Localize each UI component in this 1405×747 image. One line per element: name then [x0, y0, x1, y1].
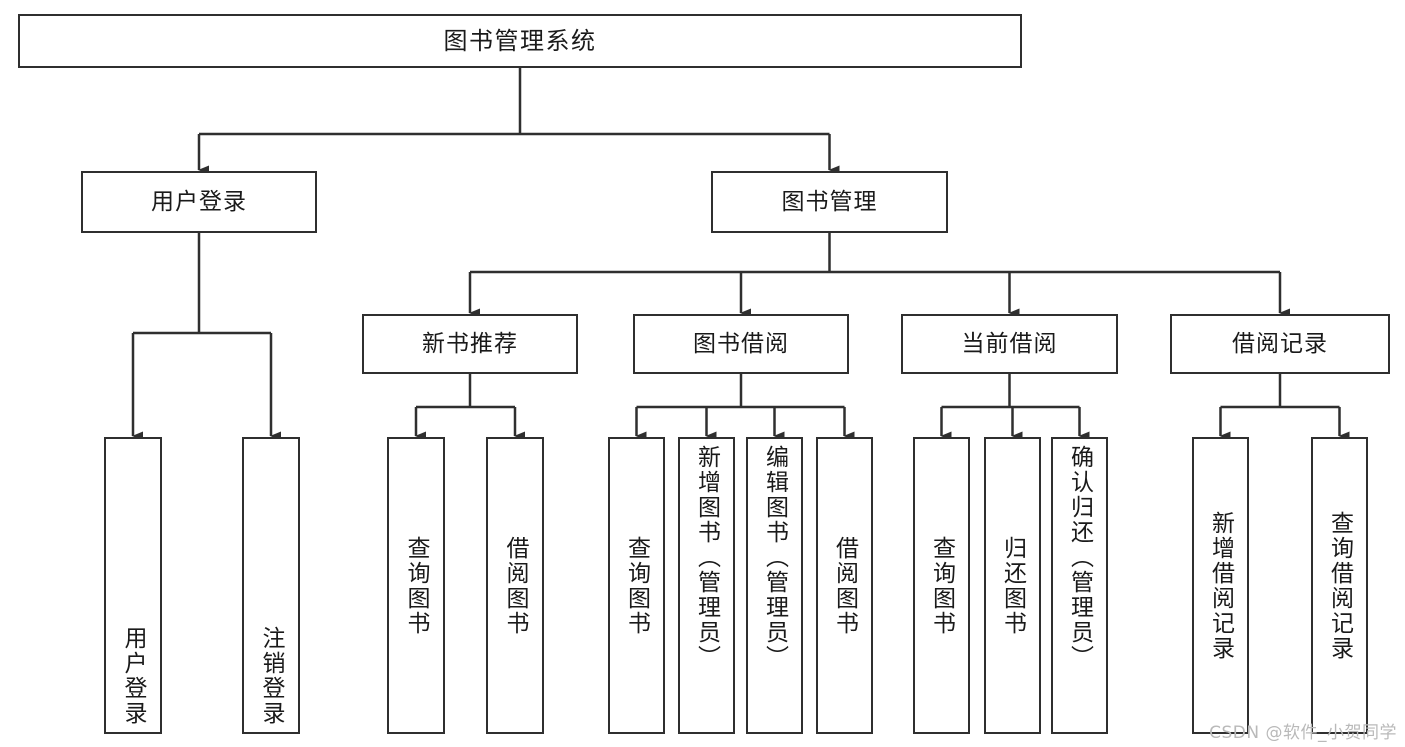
leaf-borrow-add-book-admin[interactable]: 新增图书（管理员）	[678, 437, 735, 734]
node-borrow-record[interactable]: 借阅记录	[1170, 314, 1390, 374]
leaf-borrow-borrow-book[interactable]: 借阅图书	[816, 437, 873, 734]
leaf-user-login[interactable]: 用户登录	[104, 437, 162, 734]
node-label: 编辑图书（管理员）	[761, 445, 788, 670]
leaf-record-add-borrow-record[interactable]: 新增借阅记录	[1192, 437, 1249, 734]
node-label: 注销登录	[258, 626, 285, 726]
node-label: 借阅图书	[502, 535, 529, 636]
node-label: 归还图书	[999, 535, 1026, 636]
node-label: 借阅记录	[1232, 330, 1328, 357]
leaf-newbook-query-book[interactable]: 查询图书	[387, 437, 445, 734]
leaf-user-logout[interactable]: 注销登录	[242, 437, 300, 734]
node-label: 查询图书	[623, 535, 650, 636]
node-label: 查询借阅记录	[1326, 510, 1353, 661]
node-label: 当前借阅	[961, 330, 1058, 357]
node-label: 图书管理	[781, 188, 878, 215]
node-label: 新增图书（管理员）	[693, 445, 720, 670]
node-book-management[interactable]: 图书管理	[711, 171, 948, 233]
leaf-record-query-borrow-record[interactable]: 查询借阅记录	[1311, 437, 1368, 734]
leaf-current-confirm-return-admin[interactable]: 确认归还（管理员）	[1051, 437, 1108, 734]
leaf-current-query-book[interactable]: 查询图书	[913, 437, 970, 734]
node-user-login[interactable]: 用户登录	[81, 171, 317, 233]
leaf-borrow-edit-book-admin[interactable]: 编辑图书（管理员）	[746, 437, 803, 734]
node-label: 借阅图书	[831, 535, 858, 636]
watermark-text: CSDN @软件_小贺同学	[1209, 723, 1397, 743]
node-root-system[interactable]: 图书管理系统	[18, 14, 1022, 68]
node-label: 新书推荐	[422, 330, 518, 357]
node-label: 图书管理系统	[443, 27, 597, 55]
leaf-current-return-book[interactable]: 归还图书	[984, 437, 1041, 734]
leaf-borrow-query-book[interactable]: 查询图书	[608, 437, 665, 734]
node-current-borrow[interactable]: 当前借阅	[901, 314, 1118, 374]
node-label: 查询图书	[403, 535, 430, 636]
node-book-borrow[interactable]: 图书借阅	[633, 314, 849, 374]
node-label: 新增借阅记录	[1207, 510, 1234, 661]
leaf-newbook-borrow-book[interactable]: 借阅图书	[486, 437, 544, 734]
node-label: 确认归还（管理员）	[1066, 445, 1093, 670]
node-label: 用户登录	[120, 626, 147, 726]
node-label: 查询图书	[928, 535, 955, 636]
node-new-book-recommend[interactable]: 新书推荐	[362, 314, 578, 374]
node-label: 图书借阅	[693, 330, 789, 357]
node-label: 用户登录	[151, 188, 247, 215]
